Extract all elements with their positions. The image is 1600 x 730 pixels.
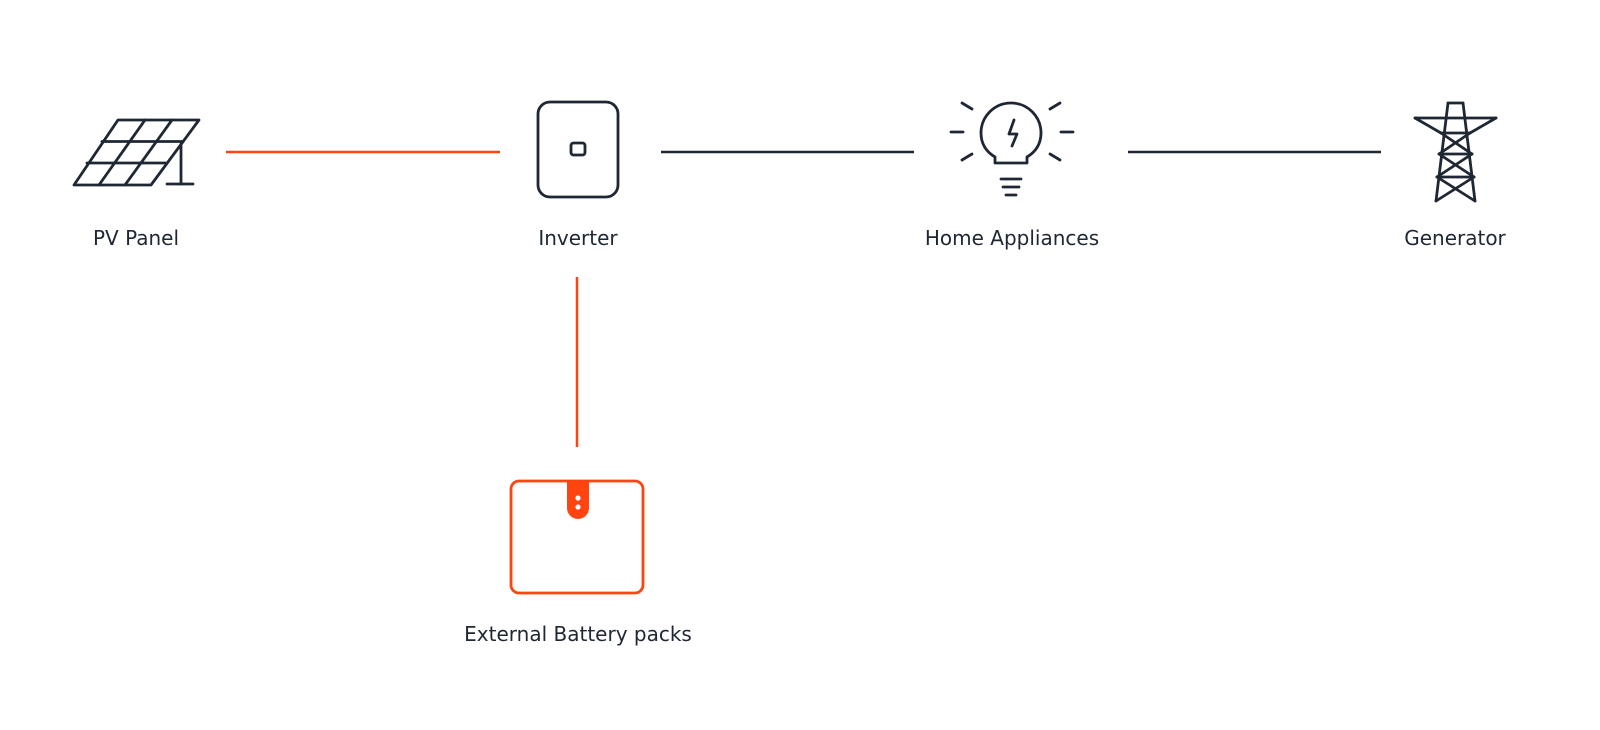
- battery-label: External Battery packs: [464, 622, 692, 646]
- transmission-tower-icon: [1413, 101, 1498, 203]
- inverter-icon: [536, 100, 620, 199]
- inverter-label: Inverter: [538, 226, 618, 250]
- home-appliances-label: Home Appliances: [924, 226, 1100, 250]
- solar-panel-icon: [72, 118, 201, 187]
- pv-panel-label: PV Panel: [92, 226, 180, 250]
- light-bulb-icon: [949, 101, 1075, 197]
- battery-pack-icon: [509, 479, 645, 595]
- generator-label: Generator: [1404, 226, 1506, 250]
